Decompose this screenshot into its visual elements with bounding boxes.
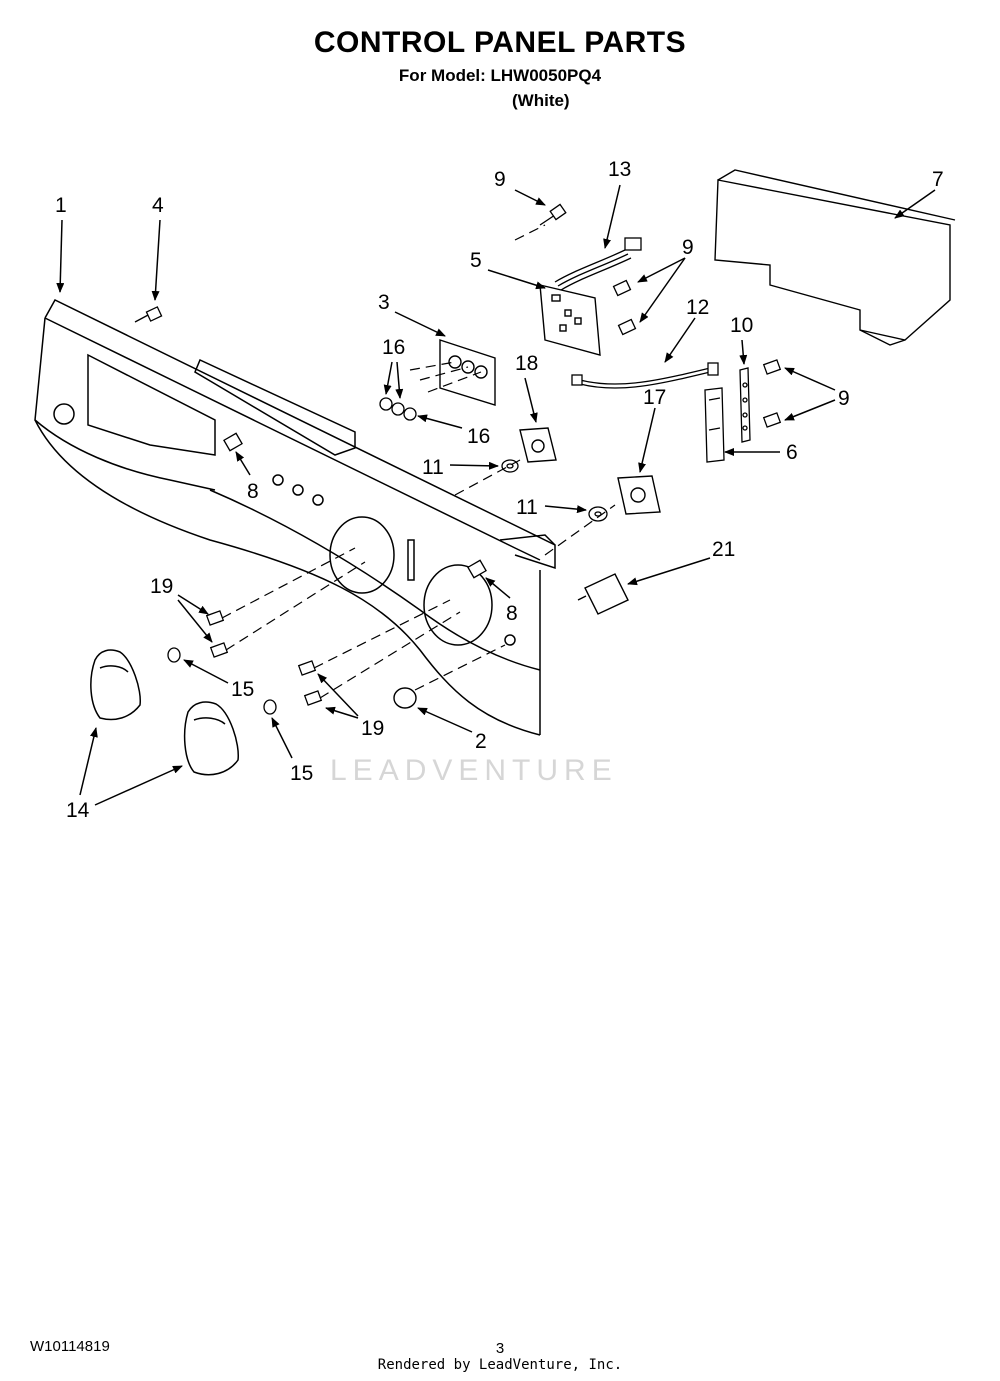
page-title: CONTROL PANEL PARTS bbox=[313, 26, 687, 59]
callout-9-board: 9 bbox=[682, 236, 694, 259]
screw-part-8-right bbox=[467, 559, 487, 579]
screw-part-8-left bbox=[223, 432, 243, 452]
callout-1: 1 bbox=[55, 194, 67, 217]
callout-6: 6 bbox=[786, 441, 798, 464]
callout-8-left: 8 bbox=[247, 480, 259, 503]
screw-part-9-top bbox=[539, 203, 567, 226]
screws-part-19-left bbox=[205, 610, 229, 658]
switch-part-17 bbox=[617, 475, 661, 515]
callout-9-top: 9 bbox=[494, 168, 506, 191]
callout-11-lower: 11 bbox=[516, 496, 538, 519]
screws-part-9-board bbox=[612, 279, 637, 336]
callout-2: 2 bbox=[475, 730, 487, 753]
callout-11-upper: 11 bbox=[422, 456, 444, 479]
callout-7: 7 bbox=[932, 168, 944, 191]
shield-part-7 bbox=[714, 169, 956, 346]
wire-harness-part-13 bbox=[554, 237, 642, 291]
callout-10: 10 bbox=[730, 314, 753, 337]
console-panel bbox=[34, 299, 556, 736]
callout-15-lower: 15 bbox=[290, 762, 313, 785]
rendered-by-credit: Rendered by LeadVenture, Inc. bbox=[377, 1357, 623, 1373]
callout-18: 18 bbox=[515, 352, 538, 375]
power-switch-part-21 bbox=[577, 573, 629, 615]
bracket-part-10 bbox=[739, 367, 751, 443]
callout-19-right: 19 bbox=[361, 717, 384, 740]
screws-part-9-right bbox=[762, 359, 782, 428]
screw-part-4 bbox=[134, 306, 163, 323]
callout-15-upper: 15 bbox=[231, 678, 254, 701]
switch-part-18 bbox=[519, 427, 557, 463]
assembly-lines bbox=[221, 224, 616, 699]
document-number: W10114819 bbox=[30, 1338, 110, 1355]
knobs-part-14 bbox=[90, 649, 239, 776]
callout-12: 12 bbox=[686, 296, 709, 319]
callout-17: 17 bbox=[643, 386, 666, 409]
callout-8-right: 8 bbox=[506, 602, 518, 625]
callout-labels: 1 4 9 13 7 5 9 3 12 10 16 18 9 16 17 6 8… bbox=[55, 158, 944, 822]
callout-19-left: 19 bbox=[150, 575, 173, 598]
control-board-part-5 bbox=[539, 284, 601, 356]
switch-bezel-part-3 bbox=[439, 339, 496, 406]
callout-16-bottom: 16 bbox=[467, 425, 490, 448]
buttons-part-16 bbox=[379, 397, 417, 421]
wire-harness-part-12 bbox=[571, 362, 719, 389]
color-line: (White) bbox=[512, 91, 570, 110]
page-number: 3 bbox=[495, 1340, 505, 1357]
button-part-2 bbox=[393, 687, 417, 709]
switch-part-6 bbox=[704, 387, 725, 463]
model-line: For Model: LHW0050PQ4 bbox=[398, 66, 602, 85]
watermark-text: LEADVENTURE bbox=[330, 754, 618, 787]
callout-16-top: 16 bbox=[382, 336, 405, 359]
callout-3: 3 bbox=[378, 291, 390, 314]
callout-13: 13 bbox=[608, 158, 631, 181]
callout-9-right: 9 bbox=[838, 387, 850, 410]
screws-part-19-right bbox=[297, 660, 323, 706]
bushings-part-15 bbox=[167, 647, 277, 715]
callout-14: 14 bbox=[66, 799, 90, 822]
callout-arrows bbox=[56, 184, 936, 806]
callout-5: 5 bbox=[470, 249, 482, 272]
callout-4: 4 bbox=[152, 194, 164, 217]
washer-part-11-lower bbox=[588, 506, 608, 522]
callout-21: 21 bbox=[712, 538, 735, 561]
